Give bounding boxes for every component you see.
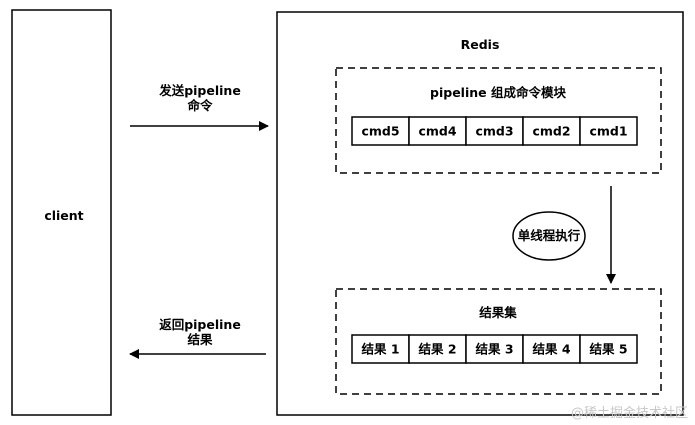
exec-label: 单线程执行	[518, 228, 581, 243]
command-cell	[579, 116, 638, 146]
result-cell	[579, 334, 638, 364]
result-cell	[465, 334, 524, 364]
command-cell-label: cmd2	[532, 124, 570, 139]
send-arrow-label-line1: 发送pipeline	[158, 83, 241, 98]
result-cell-label: 结果 4	[532, 342, 570, 357]
watermark: @稀土掘金技术社区	[571, 405, 688, 421]
result-group-box	[335, 288, 662, 395]
command-cell-label: cmd4	[418, 124, 456, 139]
exec-ellipse	[512, 211, 586, 261]
client-box	[11, 9, 112, 416]
redis-label: Redis	[461, 37, 500, 52]
pipeline-group-title: pipeline 组成命令模块	[430, 85, 566, 100]
return-arrow-label-line1: 返回pipeline	[159, 317, 241, 332]
command-cell	[351, 116, 410, 146]
result-group-title: 结果集	[479, 305, 517, 320]
result-cell-label: 结果 5	[589, 342, 627, 357]
result-cell	[522, 334, 581, 364]
command-cell	[408, 116, 467, 146]
command-cells: cmd5 cmd4 cmd3 cmd2 cmd1	[351, 116, 638, 146]
command-cell	[465, 116, 524, 146]
return-arrow-label-line2: 结果	[187, 332, 213, 347]
result-cell-label: 结果 2	[418, 342, 456, 357]
client-label: client	[44, 208, 83, 223]
command-cell-label: cmd1	[589, 124, 627, 139]
command-cell-label: cmd5	[361, 124, 399, 139]
result-cell-label: 结果 3	[475, 342, 513, 357]
send-arrow-label-line2: 命令	[186, 98, 213, 113]
command-cell	[522, 116, 581, 146]
result-cell	[351, 334, 410, 364]
pipeline-group-box	[335, 67, 662, 174]
result-cell-label: 结果 1	[361, 342, 399, 357]
command-cell-label: cmd3	[475, 124, 513, 139]
result-cells: 结果 1 结果 2 结果 3 结果 4 结果 5	[351, 334, 638, 364]
